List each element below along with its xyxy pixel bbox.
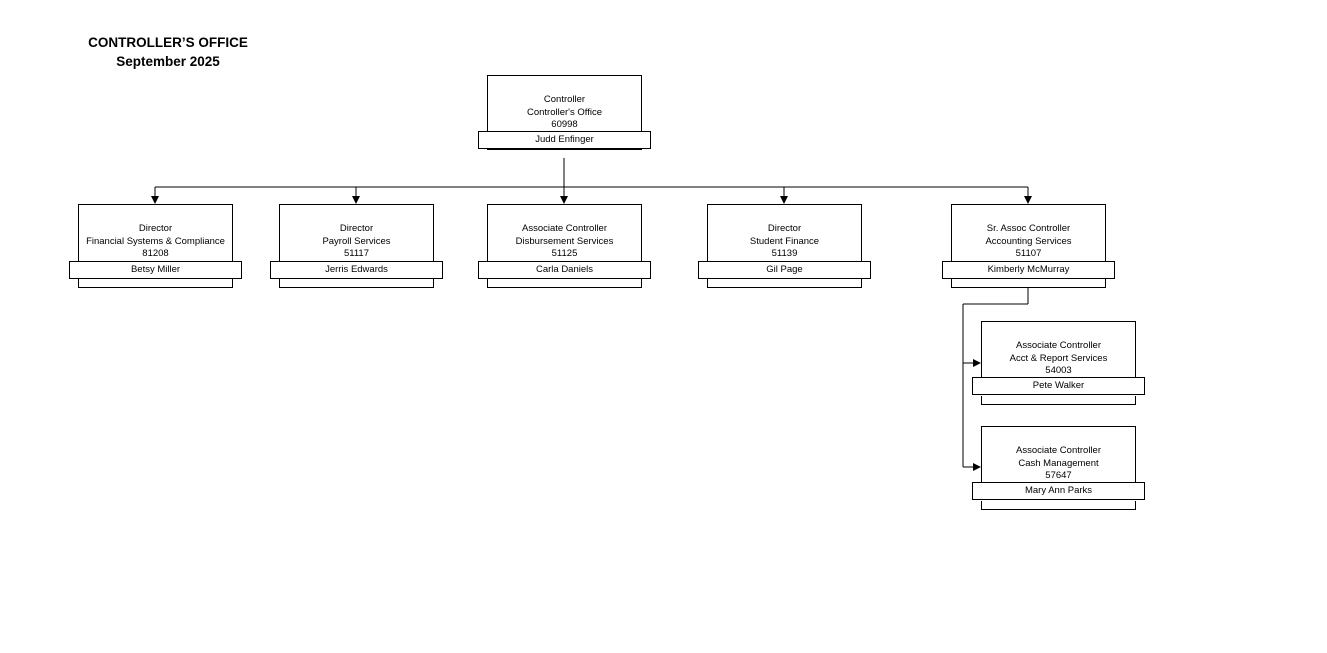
position-title: Associate Controller: [521, 223, 607, 234]
department-name: Financial Systems & Compliance: [86, 235, 225, 247]
department-name: Controller's Office: [526, 106, 603, 118]
node-box: Director Student Finance 51139: [707, 204, 862, 264]
node-box: Associate Controller Disbursement Servic…: [487, 204, 642, 264]
department-code: 81208: [142, 248, 169, 259]
position-title: Associate Controller: [1015, 445, 1101, 456]
department-name: Cash Management: [1018, 457, 1099, 469]
node-footer: [279, 279, 434, 288]
node-footer: [981, 396, 1136, 405]
department-code: 57647: [1045, 470, 1072, 481]
node-footer: [951, 279, 1106, 288]
department-code: 51139: [771, 248, 798, 259]
person-name: Judd Enfinger: [478, 131, 651, 149]
node-footer: [981, 501, 1136, 510]
node-box: Associate Controller Acct & Report Servi…: [981, 321, 1136, 381]
person-name: Pete Walker: [972, 377, 1145, 395]
position-title: Associate Controller: [1015, 340, 1101, 351]
department-code: 60998: [551, 119, 578, 130]
node-box: Sr. Assoc Controller Accounting Services…: [951, 204, 1106, 264]
position-title: Director: [339, 223, 374, 234]
position-title: Director: [767, 223, 802, 234]
department-code: 51107: [1015, 248, 1042, 259]
chart-header: CONTROLLER’S OFFICE September 2025: [78, 33, 258, 71]
department-code: 51117: [343, 248, 369, 259]
position-title: Controller: [543, 94, 586, 105]
department-name: Payroll Services: [322, 235, 391, 247]
node-box: Associate Controller Cash Management 576…: [981, 426, 1136, 486]
node-footer: [487, 279, 642, 288]
department-name: Accounting Services: [985, 235, 1072, 247]
node-footer: [707, 279, 862, 288]
person-name: Mary Ann Parks: [972, 482, 1145, 500]
position-title: Director: [138, 223, 173, 234]
department-code: 54003: [1045, 365, 1072, 376]
department-code: 51125: [551, 248, 578, 259]
person-name: Gil Page: [698, 261, 871, 279]
department-name: Disbursement Services: [515, 235, 614, 247]
position-title: Sr. Assoc Controller: [986, 223, 1071, 234]
department-name: Acct & Report Services: [1009, 352, 1108, 364]
person-name: Carla Daniels: [478, 261, 651, 279]
chart-date: September 2025: [116, 54, 220, 69]
node-box: Director Payroll Services 51117: [279, 204, 434, 264]
person-name: Betsy Miller: [69, 261, 242, 279]
chart-title: CONTROLLER’S OFFICE: [88, 35, 248, 50]
node-footer: [78, 279, 233, 288]
department-name: Student Finance: [749, 235, 820, 247]
person-name: Kimberly McMurray: [942, 261, 1115, 279]
person-name: Jerris Edwards: [270, 261, 443, 279]
node-box: Director Financial Systems & Compliance …: [78, 204, 233, 264]
